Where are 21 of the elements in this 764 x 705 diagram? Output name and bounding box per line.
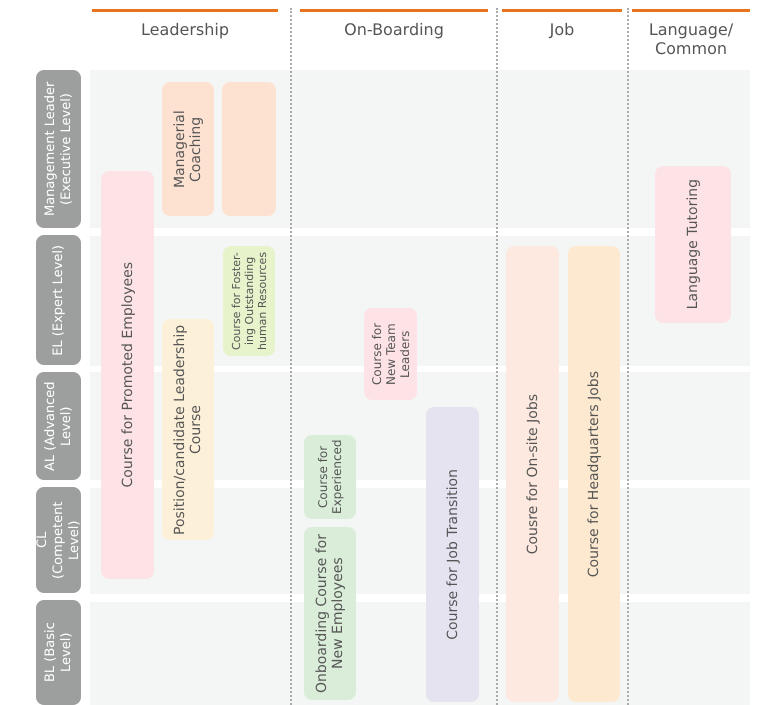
course-box: Onboarding Course for New Employees [304,527,356,700]
course-box: Course for Job Transition [426,407,479,702]
column-header: Language/ Common [632,9,750,58]
course-box: Course for Foster-ing Outstanding human Resources [223,246,275,356]
level-label: BL (Basic Level) [36,600,81,705]
course-box: Managerial Coaching [162,82,214,216]
level-label: Management Leader (Executive Level) [36,70,81,228]
course-box: Course for Experienced [304,435,356,519]
level-label: CL (Competent Level) [36,487,81,593]
column-header: Leadership [92,9,278,39]
course-box: Course for New Team Leaders [364,308,417,400]
column-header: On-Boarding [300,9,488,39]
column-header: Job [502,9,622,39]
course-box: Language Tutoring [655,166,731,323]
course-box [222,82,276,216]
course-box: Cousre for On-site Jobs [506,246,559,702]
level-label: EL (Expert Level) [36,235,81,365]
level-label: AL (Advanced Level) [36,372,81,480]
course-box: Course for Headquarters Jobs [568,246,620,702]
course-box: Course for Promoted Employees [101,171,154,579]
course-box: Position/candidate Leadership Course [162,319,214,540]
